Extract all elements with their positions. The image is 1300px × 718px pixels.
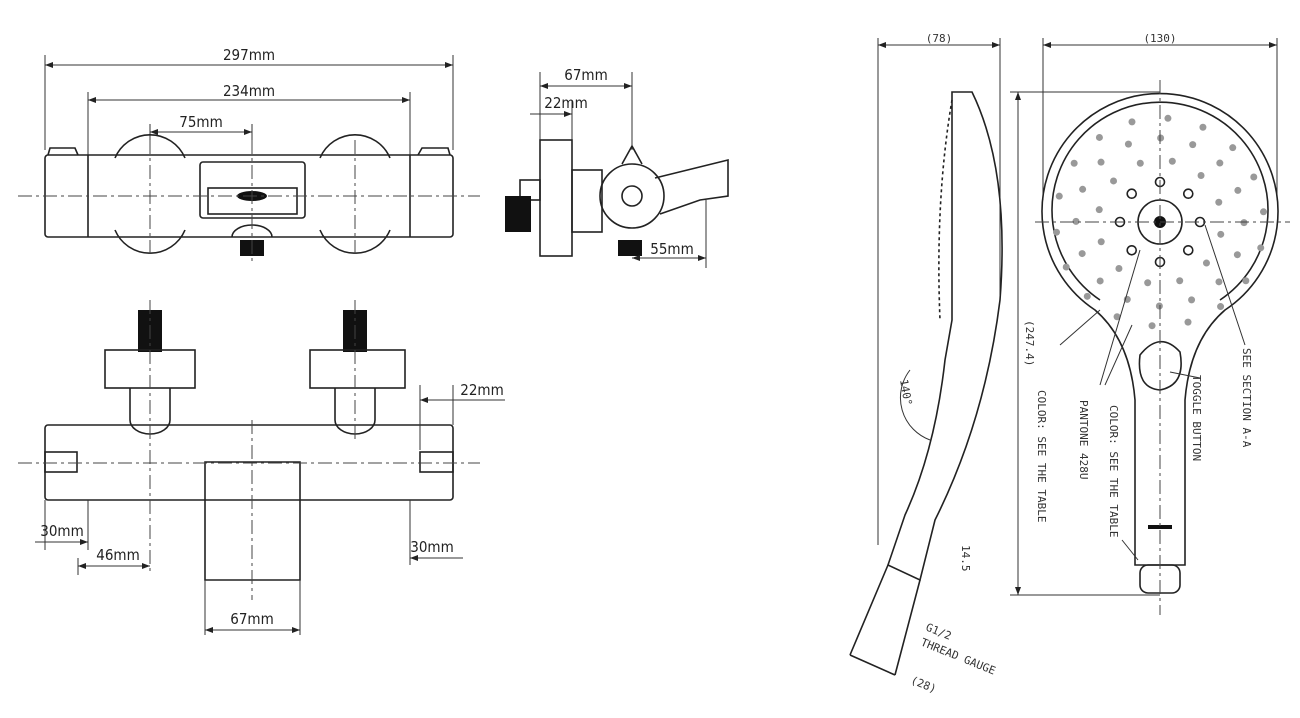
nozzle (1257, 244, 1265, 252)
nozzle (1079, 185, 1087, 193)
nozzle (1199, 123, 1207, 131)
nozzle (1229, 144, 1237, 152)
dim-thread-length: 14.5 (959, 545, 972, 572)
spray-nozzles (1053, 114, 1267, 330)
dim-neck: (28) (909, 674, 938, 696)
nozzle (1184, 318, 1192, 326)
nozzle (1072, 217, 1080, 225)
dim-handle-spacing: 234mm (223, 82, 275, 100)
nozzle (1124, 140, 1132, 148)
nozzle (1144, 279, 1152, 287)
nozzle (1097, 238, 1105, 246)
nozzle (1182, 188, 1194, 200)
faucet-side-view: 67mm 22mm 55mm (505, 66, 729, 268)
nozzle (1148, 322, 1156, 330)
nozzle (1215, 278, 1223, 286)
callout-toggle: TOGGLE BUTTON (1190, 375, 1203, 461)
nozzle (1217, 303, 1225, 311)
dim-spout-reach: 55mm (650, 240, 693, 258)
dim-inlet-offset: 22mm (460, 381, 503, 399)
angle-label: 140° (897, 378, 914, 406)
nozzle (1095, 206, 1103, 214)
dim-depth: 67mm (564, 66, 607, 84)
nozzle (1136, 159, 1144, 167)
dim-left-end: 30mm (40, 522, 83, 540)
dim-spout-width: 67mm (230, 610, 273, 628)
nozzle (1128, 118, 1136, 126)
nozzle (1176, 277, 1184, 285)
nozzle (1164, 114, 1172, 122)
nozzle (1053, 228, 1061, 236)
nozzle (1215, 198, 1223, 206)
callout-pantone: PANTONE 428U (1077, 400, 1090, 479)
dim-side-width: (78) (926, 32, 953, 45)
nozzle (1115, 264, 1123, 272)
thread-note: THREAD GAUGE (919, 636, 998, 678)
nozzle (1168, 157, 1176, 165)
dim-left-inlet: 46mm (96, 546, 139, 564)
nozzle (1197, 172, 1205, 180)
nozzle (1095, 133, 1103, 141)
callout-section: SEE SECTION A-A (1240, 348, 1253, 448)
callout-color-face: COLOR: SEE THE TABLE (1035, 390, 1048, 522)
nozzle (1234, 186, 1242, 194)
nozzle (1126, 188, 1138, 200)
faucet-front-view: 22mm 30mm 46mm 30mm 67mm (18, 300, 505, 635)
nozzle (1259, 208, 1267, 216)
nozzle (1055, 192, 1063, 200)
dim-overall-width: 297mm (223, 46, 275, 64)
nozzle (1216, 159, 1224, 167)
nozzle (1096, 277, 1104, 285)
dim-head-width: (130) (1143, 32, 1176, 45)
dim-spout-offset: 75mm (179, 113, 222, 131)
nozzle (1083, 292, 1091, 300)
nozzle (1250, 173, 1258, 181)
dim-overall-length: (247.4) (1023, 320, 1036, 366)
faucet-top-view: 297mm 234mm 75mm (18, 46, 480, 262)
nozzle (1062, 263, 1070, 271)
nozzle (1240, 219, 1248, 227)
nozzle (1233, 251, 1241, 259)
dim-right-end: 30mm (410, 538, 453, 556)
nozzle (1155, 302, 1163, 310)
nozzle (1182, 244, 1194, 256)
nozzle (1202, 259, 1210, 267)
nozzle (1157, 134, 1165, 142)
dim-wall-plate: 22mm (544, 94, 587, 112)
nozzle (1110, 177, 1118, 185)
nozzle (1078, 250, 1086, 258)
nozzle (1189, 141, 1197, 149)
hand-shower-side-view: (78) 140° 14.5 G1/2 THREAD GAUGE (28) (849, 32, 1003, 696)
nozzle (1126, 244, 1138, 256)
callout-color-handle: COLOR: SEE THE TABLE (1107, 405, 1120, 537)
nozzle (1097, 158, 1105, 166)
nozzle (1217, 230, 1225, 238)
nozzle (1070, 159, 1078, 167)
nozzle (1113, 313, 1121, 321)
nozzle (1242, 277, 1250, 285)
hand-shower-front-view: (130) (247.4) COLOR: SEE THE TABLE PANTO… (1010, 32, 1290, 615)
nozzle (1188, 296, 1196, 304)
